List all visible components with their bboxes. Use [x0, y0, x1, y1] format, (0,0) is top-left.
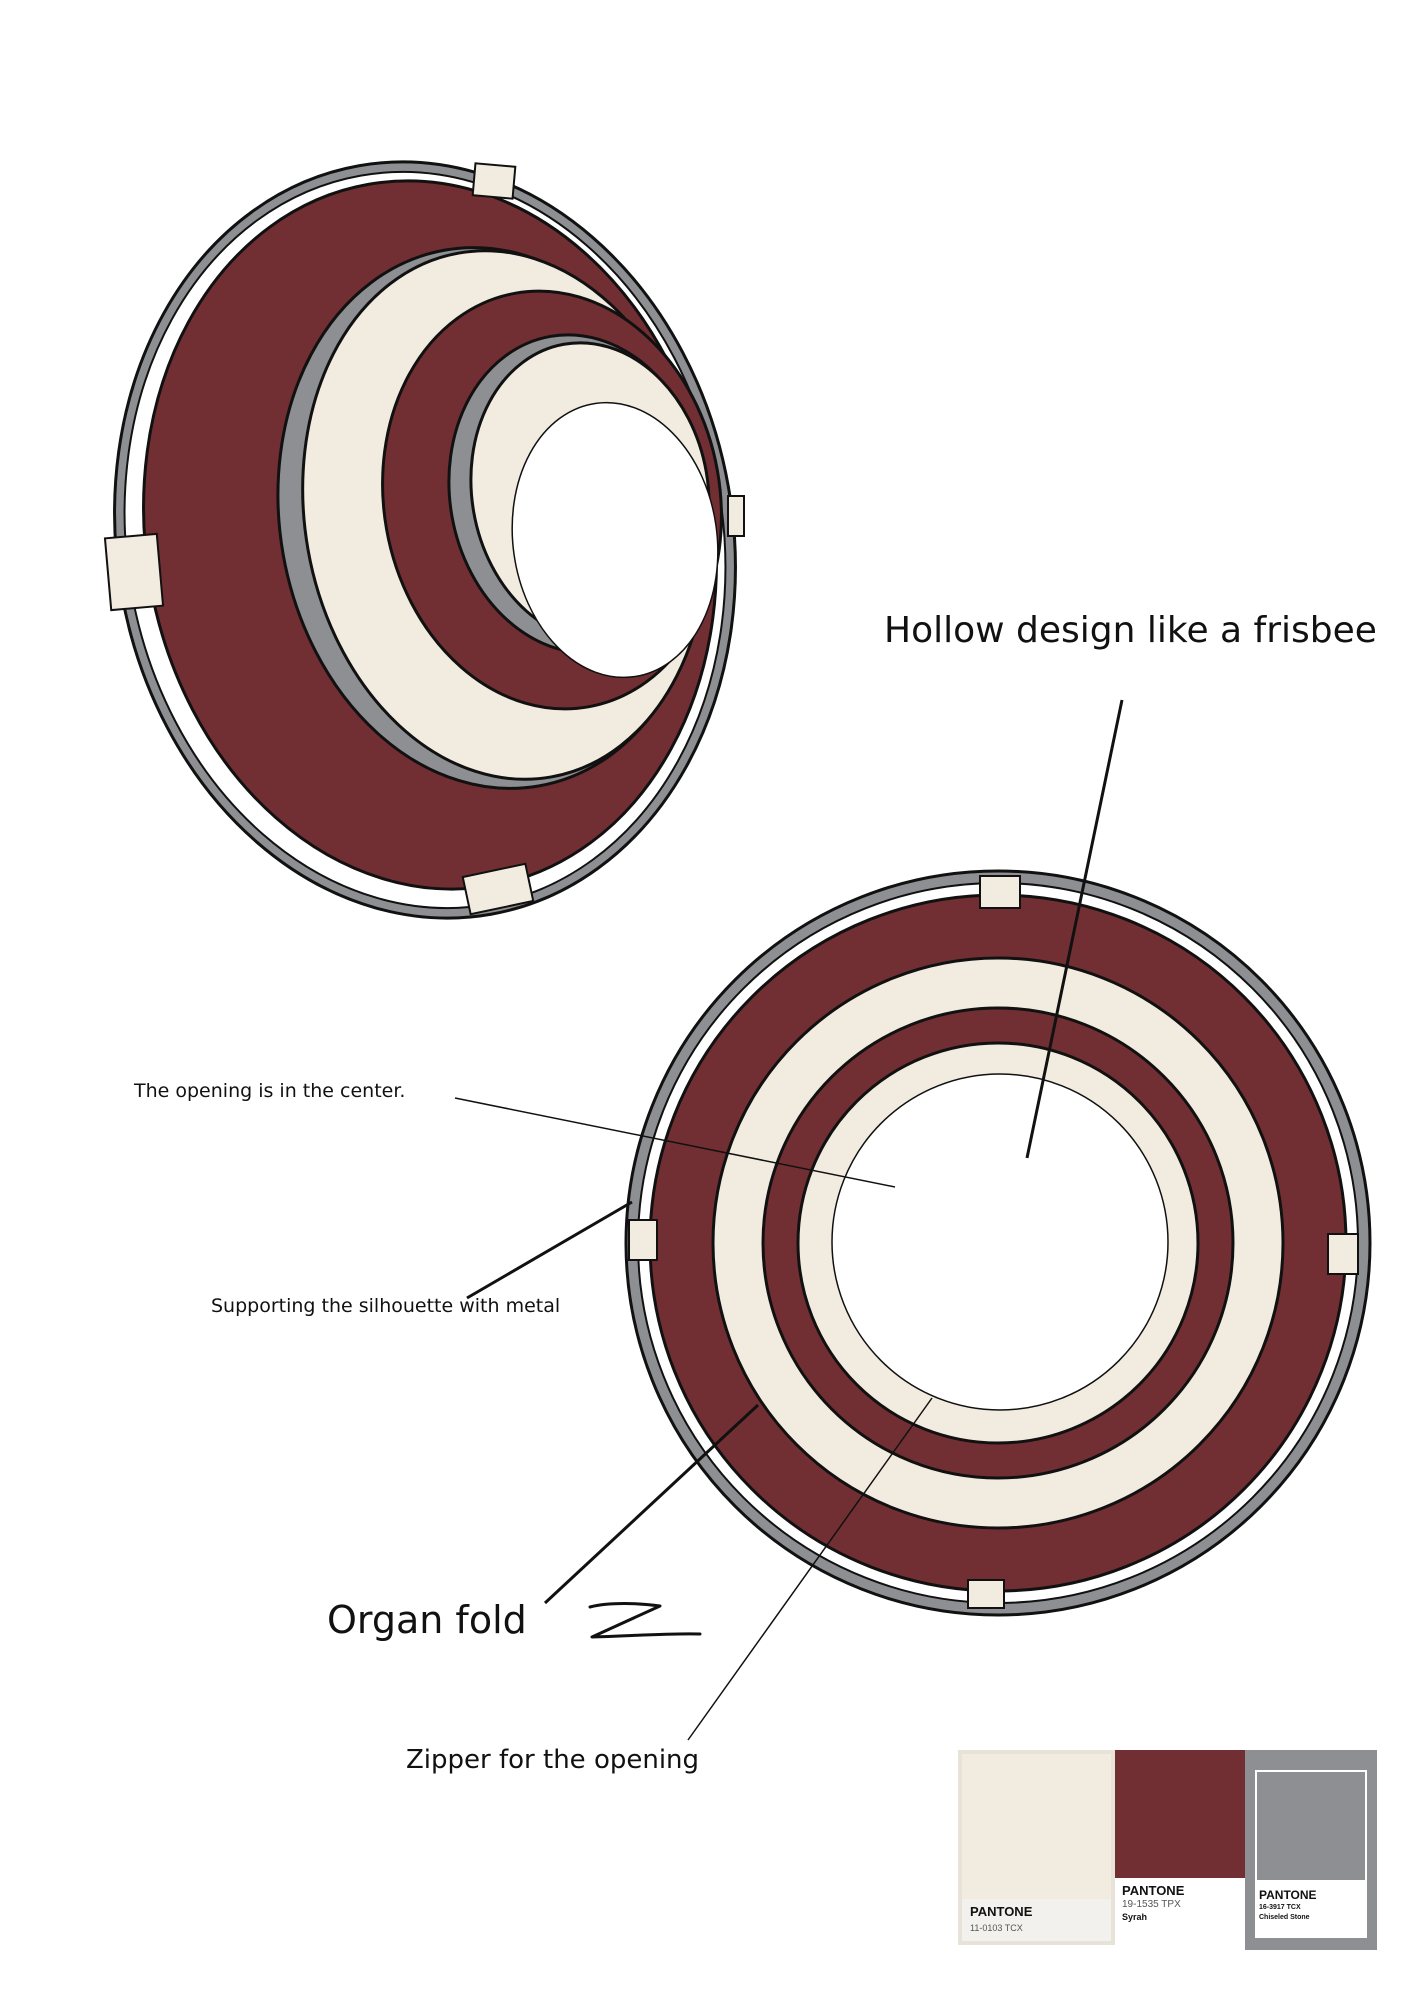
- label-supporting-metal: Supporting the silhouette with metal: [211, 1295, 561, 1317]
- label-opening-center: The opening is in the center.: [134, 1080, 406, 1102]
- leader-opening-center: [454, 1097, 896, 1188]
- pantone-swatch-syrah: PANTONE 19-1535 TPX Syrah: [1115, 1750, 1245, 1945]
- swatch-color-name: Chiseled Stone: [1259, 1914, 1310, 1921]
- swatch-brand: PANTONE: [1122, 1883, 1185, 1898]
- leader-supporting-metal: [466, 1200, 633, 1300]
- swatch-brand: PANTONE: [970, 1904, 1033, 1919]
- swatch-color-block: [1257, 1772, 1365, 1880]
- front-center-opening: [831, 1073, 1169, 1411]
- front-clip-top: [979, 875, 1021, 909]
- front-clip-bottom: [967, 1579, 1005, 1609]
- pantone-swatch-chiseled-stone: PANTONE 16-3917 TCX Chiseled Stone: [1245, 1750, 1377, 1950]
- front-clip-right: [1327, 1233, 1359, 1275]
- front-clip-left: [628, 1219, 658, 1261]
- leader-zipper: [687, 1397, 933, 1741]
- perspective-frisbee-view: [103, 160, 745, 920]
- leader-organ-fold: [543, 1403, 760, 1605]
- swatch-card: PANTONE 16-3917 TCX Chiseled Stone: [1255, 1770, 1367, 1938]
- pantone-swatch-cream: PANTONE 11-0103 TCX: [958, 1750, 1115, 1945]
- front-frisbee-view: [624, 869, 1372, 1617]
- leader-lines: [454, 699, 1124, 1741]
- swatch-label-area: [962, 1899, 1111, 1941]
- label-organ-fold: Organ fold: [327, 1598, 527, 1642]
- perspective-center-opening: [511, 401, 719, 679]
- perspective-clip-bottom: [461, 862, 535, 916]
- swatch-code: 11-0103 TCX: [970, 1923, 1023, 1933]
- swatch-color-block: [1115, 1750, 1245, 1878]
- perspective-clip-left: [103, 532, 165, 612]
- swatch-color-name: Syrah: [1122, 1912, 1148, 1922]
- label-zipper: Zipper for the opening: [406, 1745, 700, 1775]
- swatch-code: 16-3917 TCX: [1259, 1904, 1301, 1911]
- leader-hollow-design: [1025, 699, 1124, 1159]
- perspective-clip-right: [727, 495, 745, 537]
- swatch-brand: PANTONE: [1259, 1888, 1317, 1902]
- swatch-code: 19-1535 TPX: [1122, 1899, 1181, 1910]
- zigzag-fold-mark: [588, 1602, 702, 1639]
- label-hollow-design: Hollow design like a frisbee: [884, 610, 1377, 651]
- perspective-clip-top: [471, 162, 517, 200]
